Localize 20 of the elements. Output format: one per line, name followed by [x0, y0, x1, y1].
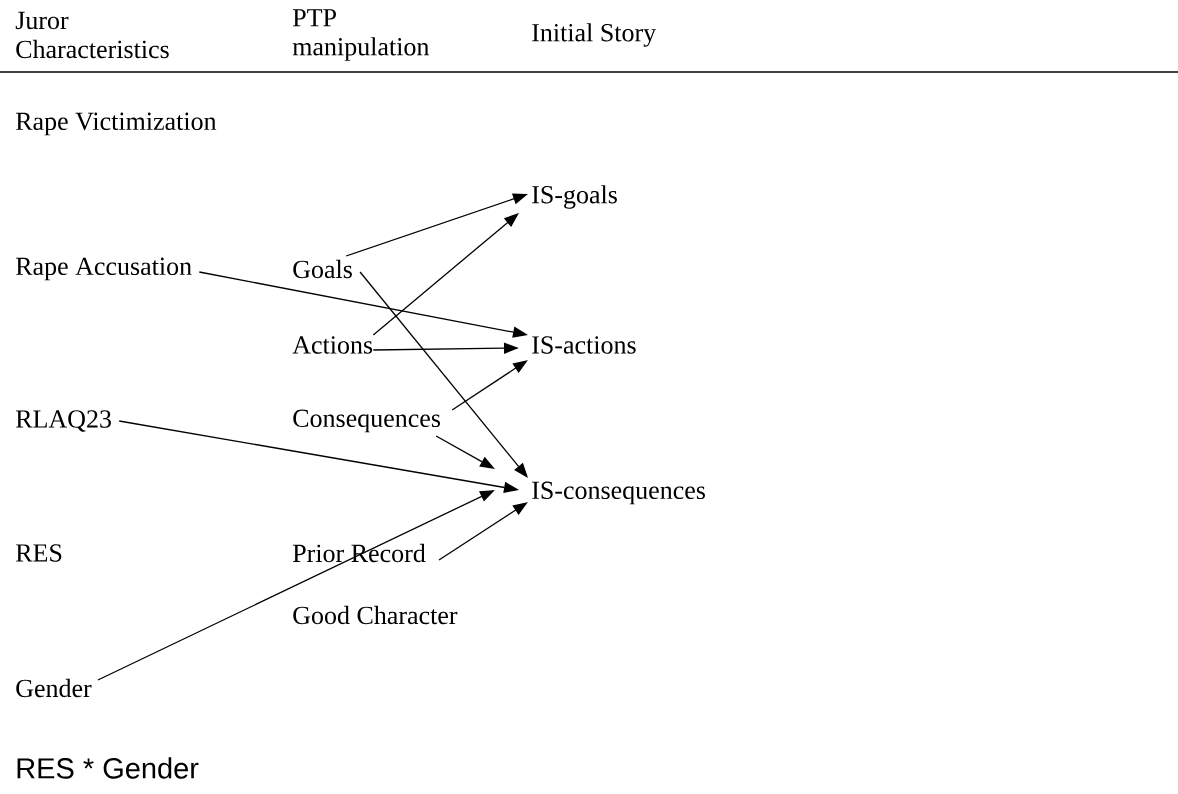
- variable-label: Goals: [293, 259, 352, 279]
- column-heading: PTP manipulation: [292, 9, 430, 61]
- variable-label: RLAQ23: [15, 410, 111, 432]
- variable-label: Rape Accusation: [15, 257, 192, 281]
- column-heading: Juror Characteristics: [15, 11, 169, 59]
- arrow: [438, 502, 528, 561]
- interaction-label: RES * Gender: [17, 757, 199, 779]
- variable-label: Actions: [292, 336, 373, 354]
- variable-label: RES: [15, 544, 62, 562]
- variable-label: Rape Victimization: [15, 112, 217, 136]
- column-heading: Initial Story: [532, 23, 657, 47]
- variable-label: Gender: [16, 678, 92, 698]
- variable-label: IS-actions: [532, 336, 636, 354]
- arrow: [451, 360, 528, 411]
- arrow: [372, 213, 519, 336]
- variable-label: IS-consequences: [532, 481, 705, 505]
- variable-label: IS-goals: [532, 185, 617, 209]
- variable-label: Consequences: [293, 409, 440, 433]
- arrow: [359, 271, 528, 478]
- variable-label: Good Character: [293, 605, 458, 625]
